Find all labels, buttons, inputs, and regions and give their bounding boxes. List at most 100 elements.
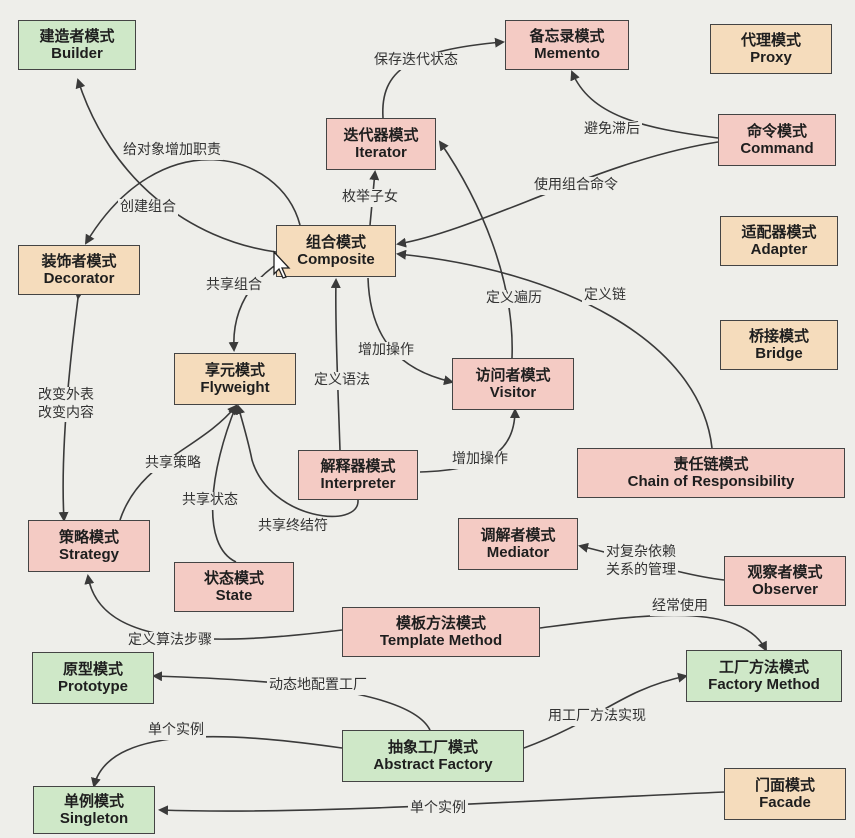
edge-template-factorymethod bbox=[539, 614, 767, 652]
node-state-cn: 状态模式 bbox=[203, 569, 264, 587]
node-interpreter[interactable]: 解释器模式 Interpreter bbox=[298, 450, 418, 500]
mouse-cursor-icon bbox=[273, 250, 291, 279]
edge-interpreter-composite bbox=[330, 278, 341, 451]
node-adapter-en: Adapter bbox=[750, 241, 808, 258]
node-adapter-cn: 适配器模式 bbox=[741, 223, 817, 241]
label-abstractfactory-prototype: 动态地配置工厂 bbox=[267, 677, 369, 695]
node-abstractfactory[interactable]: 抽象工厂模式 Abstract Factory bbox=[342, 730, 524, 782]
node-bridge-cn: 桥接模式 bbox=[748, 327, 809, 345]
label-composite-iterator: 枚举子女 bbox=[340, 189, 400, 207]
node-abstractfactory-cn: 抽象工厂模式 bbox=[387, 738, 478, 756]
node-memento[interactable]: 备忘录模式 Memento bbox=[505, 20, 629, 70]
node-command-cn: 命令模式 bbox=[746, 122, 807, 140]
node-chain-en: Chain of Responsibility bbox=[627, 473, 795, 490]
node-memento-cn: 备忘录模式 bbox=[529, 27, 605, 45]
node-command-en: Command bbox=[740, 140, 814, 157]
node-factorymethod-cn: 工厂方法模式 bbox=[718, 658, 809, 676]
label-iterator-memento: 保存迭代状态 bbox=[372, 52, 460, 70]
edge-abstractfactory-singleton bbox=[91, 735, 343, 788]
label-template-strategy: 定义算法步骤 bbox=[126, 632, 214, 650]
node-abstractfactory-en: Abstract Factory bbox=[373, 756, 493, 773]
node-facade-cn: 门面模式 bbox=[754, 776, 815, 794]
node-flyweight-cn: 享元模式 bbox=[204, 361, 265, 379]
label-composite-flyweight: 共享组合 bbox=[204, 277, 264, 295]
node-state-en: State bbox=[215, 587, 253, 604]
label-decorator-strategy-line1: 改变外表 bbox=[38, 387, 94, 403]
node-mediator-cn: 调解者模式 bbox=[480, 526, 556, 544]
node-command[interactable]: 命令模式 Command bbox=[718, 114, 836, 166]
label-decorator-strategy: 改变外表 改变内容 bbox=[36, 387, 96, 422]
label-strategy-flyweight: 共享策略 bbox=[143, 455, 203, 473]
edge-chain-composite bbox=[396, 249, 713, 449]
label-interpreter-composite: 定义语法 bbox=[312, 372, 372, 390]
label-facade-singleton: 单个实例 bbox=[408, 800, 468, 818]
edge-abstractfactory-factorymethod bbox=[523, 672, 688, 749]
label-command-composite: 使用组合命令 bbox=[532, 177, 620, 195]
label-chain-composite: 定义链 bbox=[582, 287, 628, 305]
node-template-cn: 模板方法模式 bbox=[395, 614, 486, 632]
node-flyweight[interactable]: 享元模式 Flyweight bbox=[174, 353, 296, 405]
label-composite-builder: 创建组合 bbox=[118, 199, 178, 217]
node-builder-en: Builder bbox=[51, 45, 103, 62]
node-factorymethod[interactable]: 工厂方法模式 Factory Method bbox=[686, 650, 842, 702]
edge-composite-visitor bbox=[367, 277, 454, 386]
label-observer-mediator: 对复杂依赖 关系的管理 bbox=[604, 544, 678, 579]
node-singleton[interactable]: 单例模式 Singleton bbox=[33, 786, 155, 834]
label-interpreter-visitor: 增加操作 bbox=[450, 451, 510, 469]
node-observer-cn: 观察者模式 bbox=[747, 563, 823, 581]
node-proxy-en: Proxy bbox=[750, 49, 792, 66]
node-singleton-cn: 单例模式 bbox=[63, 792, 124, 810]
node-builder[interactable]: 建造者模式 Builder bbox=[18, 20, 136, 70]
label-abstractfactory-factorymethod: 用工厂方法实现 bbox=[546, 708, 648, 726]
node-factorymethod-en: Factory Method bbox=[708, 676, 820, 693]
node-observer-en: Observer bbox=[752, 581, 818, 598]
node-prototype-en: Prototype bbox=[57, 678, 128, 695]
node-strategy-en: Strategy bbox=[58, 546, 120, 563]
node-bridge-en: Bridge bbox=[755, 345, 803, 362]
label-observer-mediator-line1: 对复杂依赖 bbox=[606, 544, 676, 560]
node-visitor-cn: 访问者模式 bbox=[475, 366, 551, 384]
node-iterator[interactable]: 迭代器模式 Iterator bbox=[326, 118, 436, 170]
node-template[interactable]: 模板方法模式 Template Method bbox=[342, 607, 540, 657]
node-proxy[interactable]: 代理模式 Proxy bbox=[710, 24, 832, 74]
node-decorator[interactable]: 装饰者模式 Decorator bbox=[18, 245, 140, 295]
node-flyweight-en: Flyweight bbox=[200, 379, 270, 396]
node-state[interactable]: 状态模式 State bbox=[174, 562, 294, 612]
node-chain[interactable]: 责任链模式 Chain of Responsibility bbox=[577, 448, 845, 498]
node-bridge[interactable]: 桥接模式 Bridge bbox=[720, 320, 838, 370]
edge-visitor-iterator bbox=[438, 140, 513, 359]
node-decorator-en: Decorator bbox=[43, 270, 115, 287]
node-visitor[interactable]: 访问者模式 Visitor bbox=[452, 358, 574, 410]
label-state-flyweight: 共享状态 bbox=[180, 492, 240, 510]
node-adapter[interactable]: 适配器模式 Adapter bbox=[720, 216, 838, 266]
node-facade[interactable]: 门面模式 Facade bbox=[724, 768, 846, 820]
node-strategy[interactable]: 策略模式 Strategy bbox=[28, 520, 150, 572]
node-prototype[interactable]: 原型模式 Prototype bbox=[32, 652, 154, 704]
node-iterator-cn: 迭代器模式 bbox=[343, 126, 419, 144]
node-decorator-cn: 装饰者模式 bbox=[41, 252, 117, 270]
node-interpreter-en: Interpreter bbox=[320, 475, 396, 492]
label-abstractfactory-singleton: 单个实例 bbox=[146, 722, 206, 740]
edge-composite-flyweight bbox=[228, 261, 281, 352]
node-mediator[interactable]: 调解者模式 Mediator bbox=[458, 518, 578, 570]
node-strategy-cn: 策略模式 bbox=[58, 528, 119, 546]
edge-interpreter-flyweight bbox=[235, 404, 359, 518]
node-singleton-en: Singleton bbox=[59, 810, 129, 827]
node-memento-en: Memento bbox=[534, 45, 600, 62]
node-visitor-en: Visitor bbox=[489, 384, 537, 401]
node-proxy-cn: 代理模式 bbox=[740, 31, 801, 49]
label-template-factorymethod: 经常使用 bbox=[650, 598, 710, 616]
node-composite-en: Composite bbox=[297, 251, 375, 268]
label-observer-mediator-line2: 关系的管理 bbox=[606, 561, 676, 578]
edge-state-flyweight bbox=[211, 404, 238, 563]
node-iterator-en: Iterator bbox=[355, 144, 407, 161]
edge-command-memento bbox=[570, 70, 719, 139]
node-composite[interactable]: 组合模式 Composite bbox=[276, 225, 396, 277]
node-composite-cn: 组合模式 bbox=[305, 233, 366, 251]
node-facade-en: Facade bbox=[759, 794, 811, 811]
edge-composite-decorator bbox=[84, 158, 301, 245]
node-observer[interactable]: 观察者模式 Observer bbox=[724, 556, 846, 606]
label-composite-decorator: 给对象增加职责 bbox=[121, 142, 223, 160]
node-mediator-en: Mediator bbox=[486, 544, 550, 561]
